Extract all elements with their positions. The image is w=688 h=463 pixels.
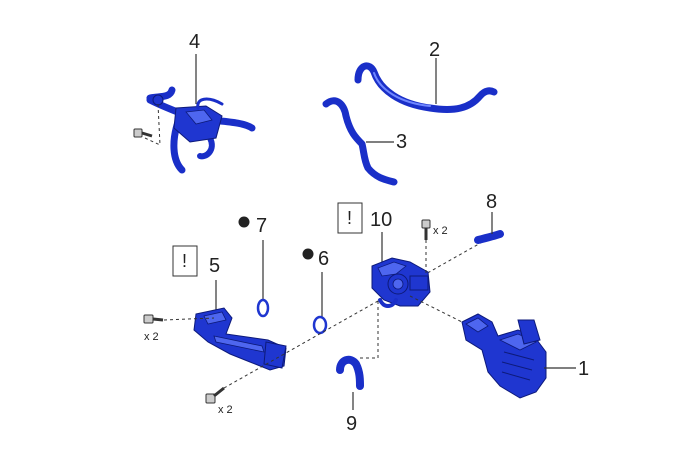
part-5-bolt bbox=[143, 314, 164, 324]
notice-5: ! bbox=[182, 251, 187, 271]
notice-10: ! bbox=[347, 208, 352, 228]
part-8-hose bbox=[474, 230, 504, 244]
callout-7: 7 bbox=[256, 215, 267, 237]
part-7-gasket bbox=[256, 298, 270, 318]
part-6-dot bbox=[302, 248, 314, 260]
part-9-hose bbox=[336, 355, 364, 390]
part-10-egr-valve bbox=[371, 257, 431, 308]
part-10-bolt bbox=[421, 219, 431, 240]
part-6-gasket bbox=[312, 315, 328, 335]
part-7-dot bbox=[238, 216, 250, 228]
qty-bolt-5: x 2 bbox=[144, 331, 159, 343]
callout-10: 10 bbox=[370, 209, 392, 231]
part-1-egr-cooler bbox=[461, 313, 547, 399]
callout-8: 8 bbox=[486, 191, 497, 213]
callout-2: 2 bbox=[429, 39, 440, 61]
part-4-pipe-assembly bbox=[144, 86, 256, 174]
notice-box-5 bbox=[172, 245, 198, 277]
part-4-bolt bbox=[133, 128, 153, 138]
notice-box-10 bbox=[337, 202, 363, 234]
callout-1: 1 bbox=[578, 358, 589, 380]
callout-9: 9 bbox=[346, 413, 357, 435]
part-5-egr-pipe bbox=[193, 307, 287, 371]
lower-bolt bbox=[205, 386, 225, 404]
part-3-pipe bbox=[322, 97, 398, 186]
callout-4: 4 bbox=[189, 31, 200, 53]
part-2-pipe bbox=[354, 62, 498, 113]
callout-6: 6 bbox=[318, 248, 329, 270]
qty-bolt-lower: x 2 bbox=[218, 404, 233, 416]
callout-5: 5 bbox=[209, 255, 220, 277]
callout-3: 3 bbox=[396, 131, 407, 153]
qty-bolt-10: x 2 bbox=[433, 225, 448, 237]
